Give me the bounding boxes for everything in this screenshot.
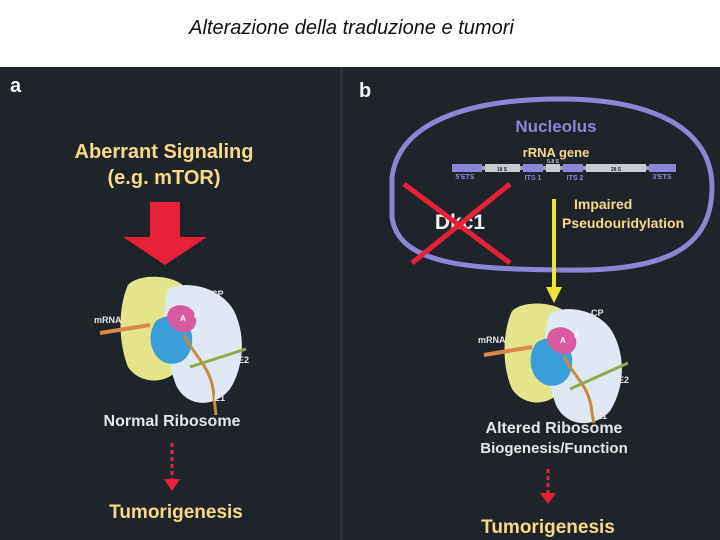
ribosome-a-a-site: A xyxy=(180,314,186,323)
ribosome-b-a-site: A xyxy=(560,336,566,345)
ribosome-a-cp: CP xyxy=(211,289,224,299)
ribosome-a-mrna: mRNA xyxy=(94,315,122,325)
ribosome-a-p-site: P xyxy=(194,311,200,320)
ribosome-a-e2: E2 xyxy=(238,355,249,365)
ribosome-a-illustration xyxy=(99,276,247,416)
panel-divider xyxy=(340,67,343,540)
rrna-gene-bar xyxy=(452,164,676,172)
gene-seg-5ets: 5'ETS xyxy=(455,174,475,181)
gene-seg-its1: ITS 1 xyxy=(525,175,542,182)
yellow-arrow-head xyxy=(546,287,562,303)
signal-text-line1: Aberrant Signaling xyxy=(75,141,254,163)
outcome-b: Tumorigenesis xyxy=(481,517,615,538)
gene-seg-18s: 18 S xyxy=(497,167,508,173)
gene-seg-3ets: 3'ETS xyxy=(652,174,672,181)
dkc1-cross-line2 xyxy=(410,182,512,265)
ribosome-b-mrna: mRNA xyxy=(478,335,506,345)
nucleolus-label: Nucleolus xyxy=(515,117,596,136)
rrna-gene-label: rRNA gene xyxy=(523,145,590,160)
effect-line2: Pseudouridylation xyxy=(562,215,684,231)
panel-b-label: b xyxy=(359,80,371,102)
altered-ribosome-caption-line1: Altered Ribosome xyxy=(486,420,623,437)
figure-svg: a Aberrant Signaling (e.g. mTOR) CP mRNA… xyxy=(10,67,715,540)
dkc1-cross-line1 xyxy=(402,181,512,266)
ribosome-b-illustration xyxy=(483,303,629,424)
ribosome-a-e1: E1 xyxy=(214,393,225,403)
signal-text-line2: (e.g. mTOR) xyxy=(108,167,221,189)
figure: a Aberrant Signaling (e.g. mTOR) CP mRNA… xyxy=(0,67,720,540)
nucleolus-outline xyxy=(389,96,715,273)
panel-a-label: a xyxy=(10,75,22,97)
ribosome-b-e1: E1 xyxy=(596,411,607,421)
outcome-a: Tumorigenesis xyxy=(109,502,243,523)
dashed-arrow-a-head xyxy=(164,479,180,491)
dashed-arrow-b-head xyxy=(540,493,556,504)
gene-seg-28s: 28 S xyxy=(611,167,622,173)
gene-seg-its2: ITS 2 xyxy=(567,175,584,182)
effect-line1: Impaired xyxy=(574,196,632,212)
red-down-arrow xyxy=(123,202,207,265)
ribosome-b-e2: E2 xyxy=(618,375,629,385)
slide-title: Alterazione della traduzione e tumori xyxy=(189,17,514,39)
gene-seg-58s: 5.8 S xyxy=(547,159,559,165)
ribosome-b-p-site: P xyxy=(574,331,580,340)
normal-ribosome-caption: Normal Ribosome xyxy=(104,413,241,430)
altered-ribosome-caption-line2: Biogenesis/Function xyxy=(480,440,628,457)
ribosome-b-cp: CP xyxy=(591,308,604,318)
